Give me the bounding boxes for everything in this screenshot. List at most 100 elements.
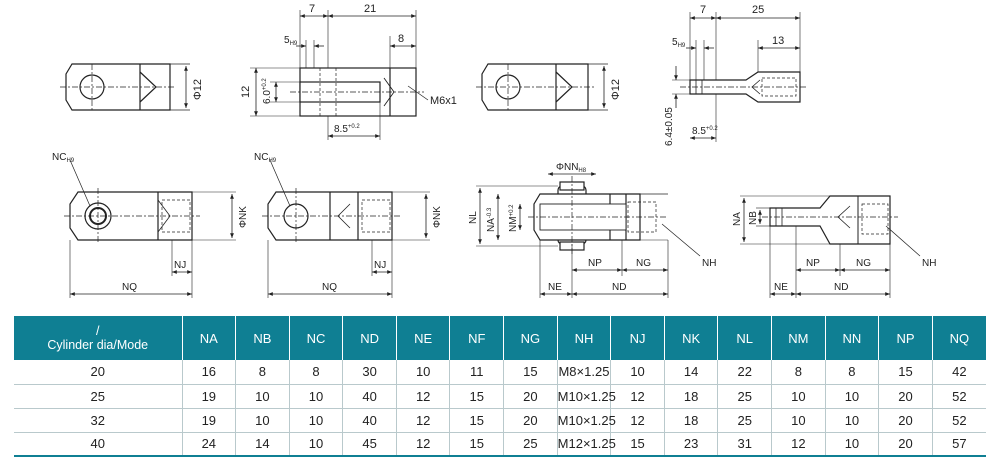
header-col: NM [771,316,826,360]
header-col: NH [557,316,612,360]
dim-nk-1: ΦNK [238,206,249,228]
table-cell: 10 [825,384,880,409]
table-cell: 40 [342,408,397,433]
table-cell: 19 [182,384,237,409]
dim-nd-4: ND [834,282,848,293]
drawing-top-side [250,10,429,140]
header-col: NP [878,316,933,360]
table-cell: 15 [878,360,933,385]
drawing-top-mid [476,63,608,111]
drawing-top-rod [672,12,808,142]
header-cylinder: / Cylinder dia/Mode [14,316,183,360]
header-col: NC [289,316,344,360]
table-cell: 20 [503,384,558,409]
table-cell: 14 [235,432,290,457]
table-cell: 15 [449,384,505,409]
dim-rod-13: 13 [772,35,784,47]
drawing-bottom-1 [64,159,236,298]
cell-cylinder-dia: 25 [14,384,183,409]
dim-nq-2: NQ [322,282,337,293]
dim-na-4: NA [732,212,743,226]
spec-table: / Cylinder dia/Mode NA NB NC ND NE NF NG… [14,316,986,457]
dim-nj-2: NJ [374,260,386,271]
dim-12: 12 [240,86,252,98]
dim-nh-3: NH [702,258,716,269]
dim-top-right-dia: Φ12 [610,79,622,100]
cell-cylinder-dia: 40 [14,432,183,457]
dim-nb-4: NB [748,211,759,225]
table-cell: 12 [610,384,665,409]
dim-21: 21 [364,3,376,15]
table-cell: 52 [932,384,986,409]
table-cell: 10 [825,432,880,457]
table-cell: 12 [396,384,451,409]
dim-ne-4: NE [774,282,788,293]
table-cell: 25 [717,384,773,409]
dim-nc-1: NCH9 [52,152,75,164]
header-cylinder-label: Cylinder dia/Mode [47,338,149,352]
table-cell: 31 [717,432,773,457]
header-col: NE [396,316,451,360]
table-cell: 20 [878,408,933,433]
table-cell: 18 [664,408,719,433]
dim-ng-4: NG [856,258,871,269]
table-cell: 25 [503,432,558,457]
table-cell: 10 [289,384,344,409]
table-cell: 15 [610,432,665,457]
dim-nk-2: ΦNK [432,206,443,228]
dim-7: 7 [309,3,315,15]
table-cell: 12 [396,432,451,457]
drawing-top-left [60,63,190,111]
table-cell: 10 [235,408,290,433]
table-cell: 20 [878,432,933,457]
header-cylinder-slash: / [96,324,100,338]
header-col: NF [449,316,505,360]
header-col: NB [235,316,290,360]
table-cell: M12×1.25 [557,432,616,457]
header-col: NL [717,316,773,360]
dim-ng-3: NG [636,258,651,269]
technical-drawings: Φ12 7 21 5H9 8 12 6.0+0.2 [52,3,936,298]
table-cell: 8 [235,360,290,385]
header-col: NK [664,316,719,360]
table-cell: 18 [664,384,719,409]
header-col: ND [342,316,397,360]
table-cell: 52 [932,408,986,433]
dim-nq-1: NQ [122,282,137,293]
table-cell: 20 [878,384,933,409]
dim-nl: NL [468,211,479,224]
table-cell: 30 [342,360,397,385]
cell-cylinder-dia: 32 [14,408,183,433]
table-cell: 19 [182,408,237,433]
table-cell: 22 [717,360,773,385]
table-cell: 15 [449,432,505,457]
dim-top-left-dia: Φ12 [192,79,204,100]
table-cell: 10 [610,360,665,385]
header-col: NN [825,316,880,360]
dim-ne-3: NE [548,282,562,293]
dim-nd-3: ND [612,282,626,293]
table-cell: 10 [289,408,344,433]
cell-cylinder-dia: 20 [14,360,183,385]
dim-np-4: NP [806,258,820,269]
table-cell: 45 [342,432,397,457]
table-cell: 25 [717,408,773,433]
table-cell: 10 [771,384,826,409]
dim-m6: M6x1 [430,95,457,107]
table-cell: 16 [182,360,237,385]
table-cell: 57 [932,432,986,457]
table-cell: 12 [771,432,826,457]
dim-nh-4: NH [922,258,936,269]
table-cell: 11 [449,360,505,385]
dim-5: 5H9 [284,35,298,47]
dim-rod-25: 25 [752,4,764,16]
dim-rod-85: 8.5+0.2 [692,126,718,137]
table-cell: 20 [503,408,558,433]
table-cell: 42 [932,360,986,385]
dim-nn: ΦNNH8 [556,162,587,174]
dim-8: 8 [398,33,404,45]
table-cell: 10 [396,360,451,385]
table-cell: 8 [289,360,344,385]
table-cell: 40 [342,384,397,409]
